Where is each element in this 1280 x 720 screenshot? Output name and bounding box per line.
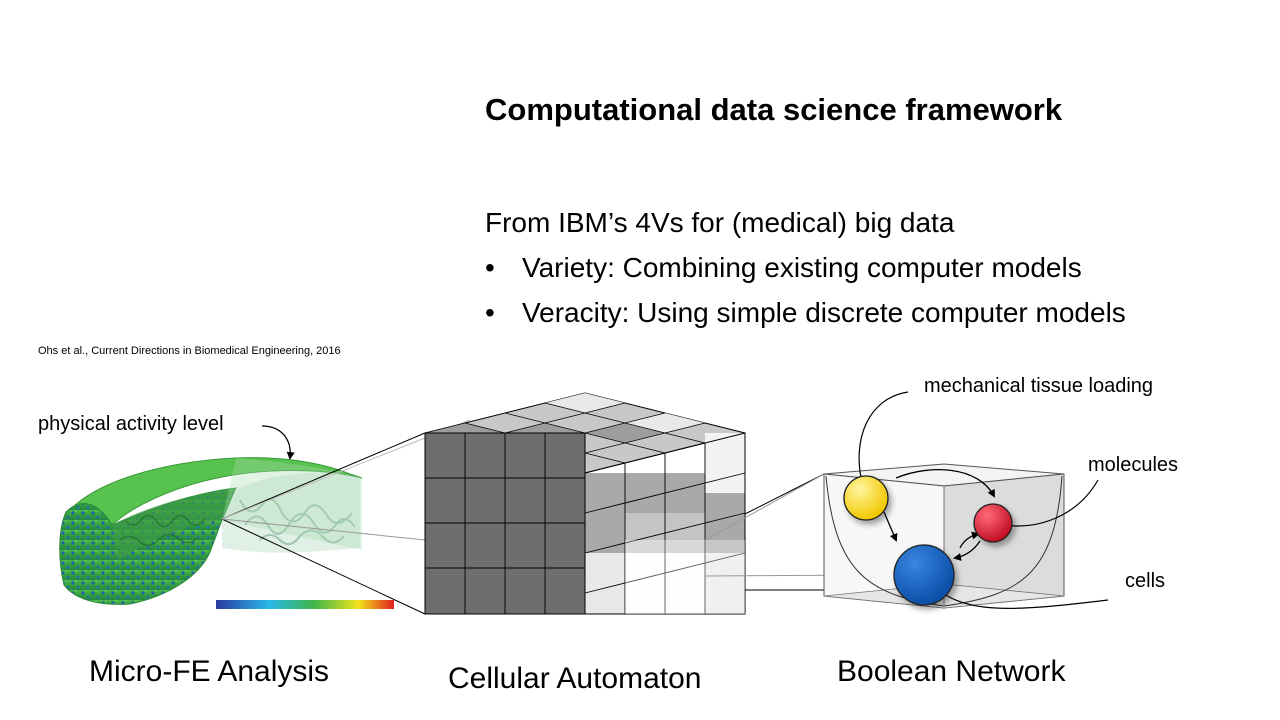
bullet-text-variety: Variety: Combining existing computer mod… [522,252,1082,283]
bone-section-image [59,457,363,605]
boolean-network-caption: Boolean Network [837,655,1066,688]
cells-label: cells [1125,570,1166,592]
color-scale-bar [216,600,394,609]
bullet-glyph: • [485,252,495,283]
slide-body: From IBM’s 4Vs for (medical) big data • … [485,200,1126,335]
mechanical-tissue-loading-label: mechanical tissue loading [924,375,1154,397]
citation: Ohs et al., Current Directions in Biomed… [38,345,341,357]
node-cells [893,544,955,606]
physical-activity-label: physical activity level [38,413,224,435]
bullet-text-veracity: Veracity: Using simple discrete computer… [522,297,1126,328]
activity-level-arrow [261,425,295,460]
slide-title: Computational data science framework [485,92,1063,127]
network-arrows [883,469,995,561]
bullet-item: • Veracity: Using simple discrete comput… [485,290,1126,335]
node-molecules [973,503,1013,543]
zoom-lines-bone-to-cube [221,419,471,615]
node-mechanical-tissue-loading [843,475,889,521]
intro-line: From IBM’s 4Vs for (medical) big data [485,207,955,238]
bullet-glyph: • [485,297,495,328]
molecules-label: molecules [1088,454,1179,476]
cellular-automaton-cube [424,392,746,615]
micro-fe-caption: Micro-FE Analysis [89,655,330,688]
cellular-automaton-caption: Cellular Automaton [448,662,702,695]
bullet-item: • Variety: Combining existing computer m… [485,245,1126,290]
